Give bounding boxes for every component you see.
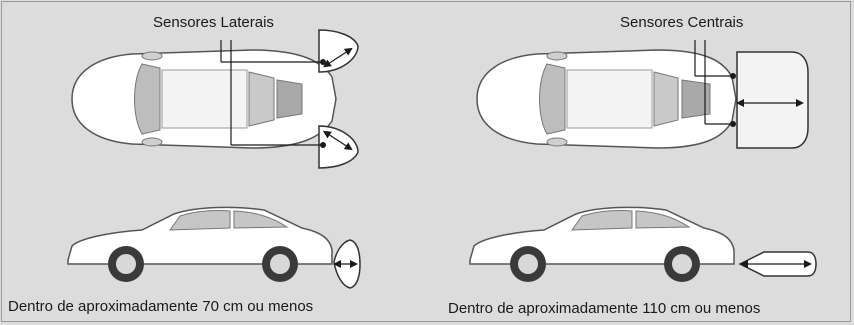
center-sensor-zone: [736, 51, 809, 149]
car-top-view-left: [71, 49, 337, 149]
center-sensors-label: Sensores Centrais: [620, 14, 744, 31]
side-range-caption: Dentro de aproximadamente 70 cm ou menos: [8, 298, 314, 315]
side-view-sensor-zone-left: [333, 239, 361, 289]
side-view-sensor-zone-right: [738, 251, 817, 277]
side-sensor-zone-top: [318, 29, 359, 73]
car-top-view-right: [476, 49, 737, 149]
center-range-caption: Dentro de aproximadamente 110 cm ou meno…: [448, 300, 761, 317]
car-side-view-left: [67, 206, 333, 282]
side-sensor-zone-bottom: [318, 125, 359, 169]
car-side-view-right: [469, 206, 735, 282]
side-sensor-leader-lines: [220, 40, 326, 148]
center-sensor-leader-lines: [694, 40, 736, 127]
side-sensors-label: Sensores Laterais: [153, 14, 274, 31]
